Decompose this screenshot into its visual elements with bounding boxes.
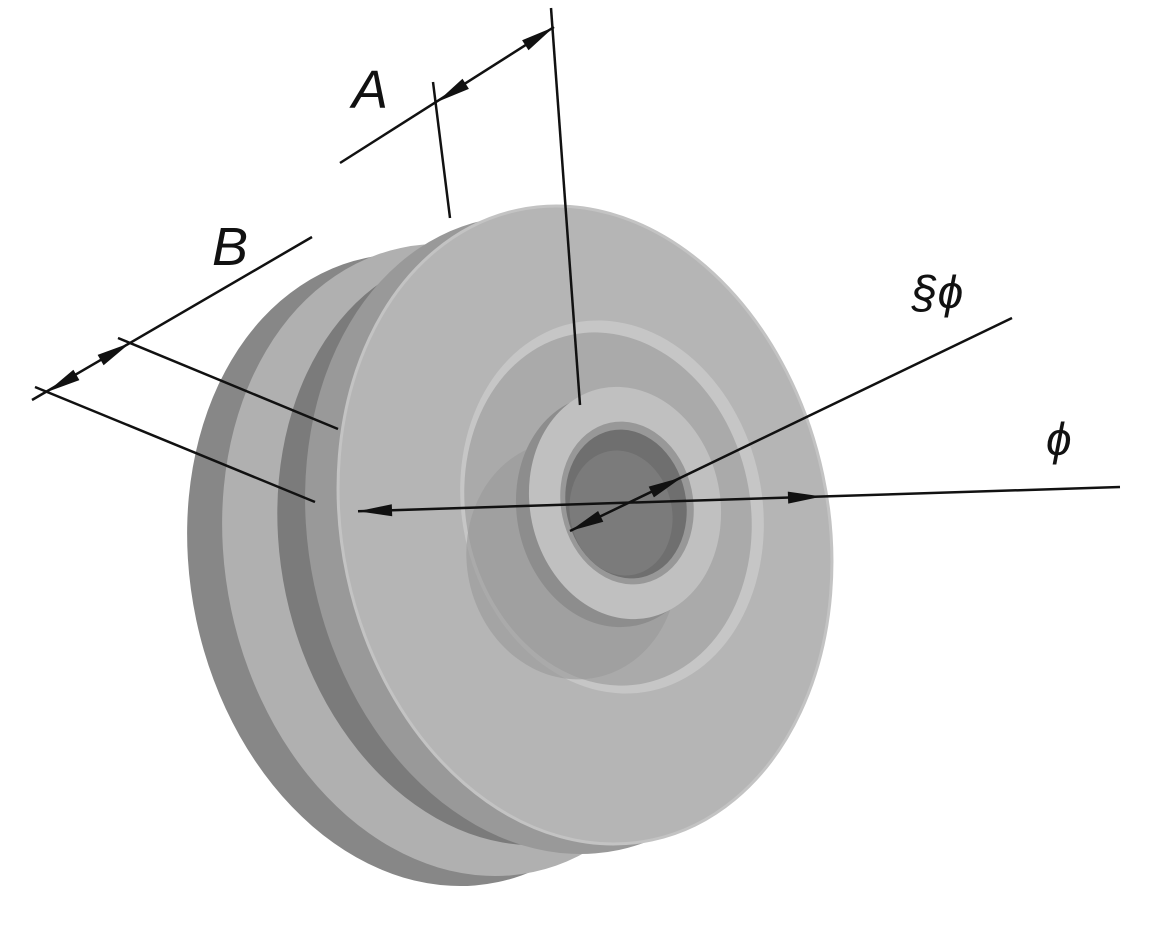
- dim-b-arrow-upper: [97, 343, 130, 366]
- dim-b-extension-2: [34, 385, 316, 504]
- dim-b-arrow-lower: [47, 369, 80, 392]
- dim-a-arrow-right: [522, 27, 554, 51]
- outer-diameter-arrow-left: [358, 504, 393, 517]
- dim-b-extension-1: [117, 336, 339, 431]
- dim-a-label: A: [349, 60, 388, 120]
- bore-inner-wall: [569, 450, 673, 576]
- dim-a-extension-2: [549, 7, 582, 406]
- outer-diameter-label: ϕ: [1046, 413, 1072, 465]
- bore-arrow-right: [648, 477, 682, 498]
- pulley-body: [187, 204, 834, 887]
- dim-a-arrow-left: [437, 78, 469, 102]
- bore-diameter-label: §ϕ: [911, 266, 963, 318]
- dimension-arrowheads: [47, 27, 822, 531]
- outer-diameter-arrow-right: [787, 491, 822, 504]
- dim-b-label: B: [212, 217, 248, 277]
- bore-diameter-leader: [569, 316, 1013, 533]
- dimension-lines: [31, 7, 1121, 533]
- dim-a-extension-1: [431, 81, 452, 219]
- outer-diameter-line: [357, 485, 1121, 513]
- dim-b-line: [31, 235, 313, 402]
- bore-arrow-left: [570, 511, 604, 531]
